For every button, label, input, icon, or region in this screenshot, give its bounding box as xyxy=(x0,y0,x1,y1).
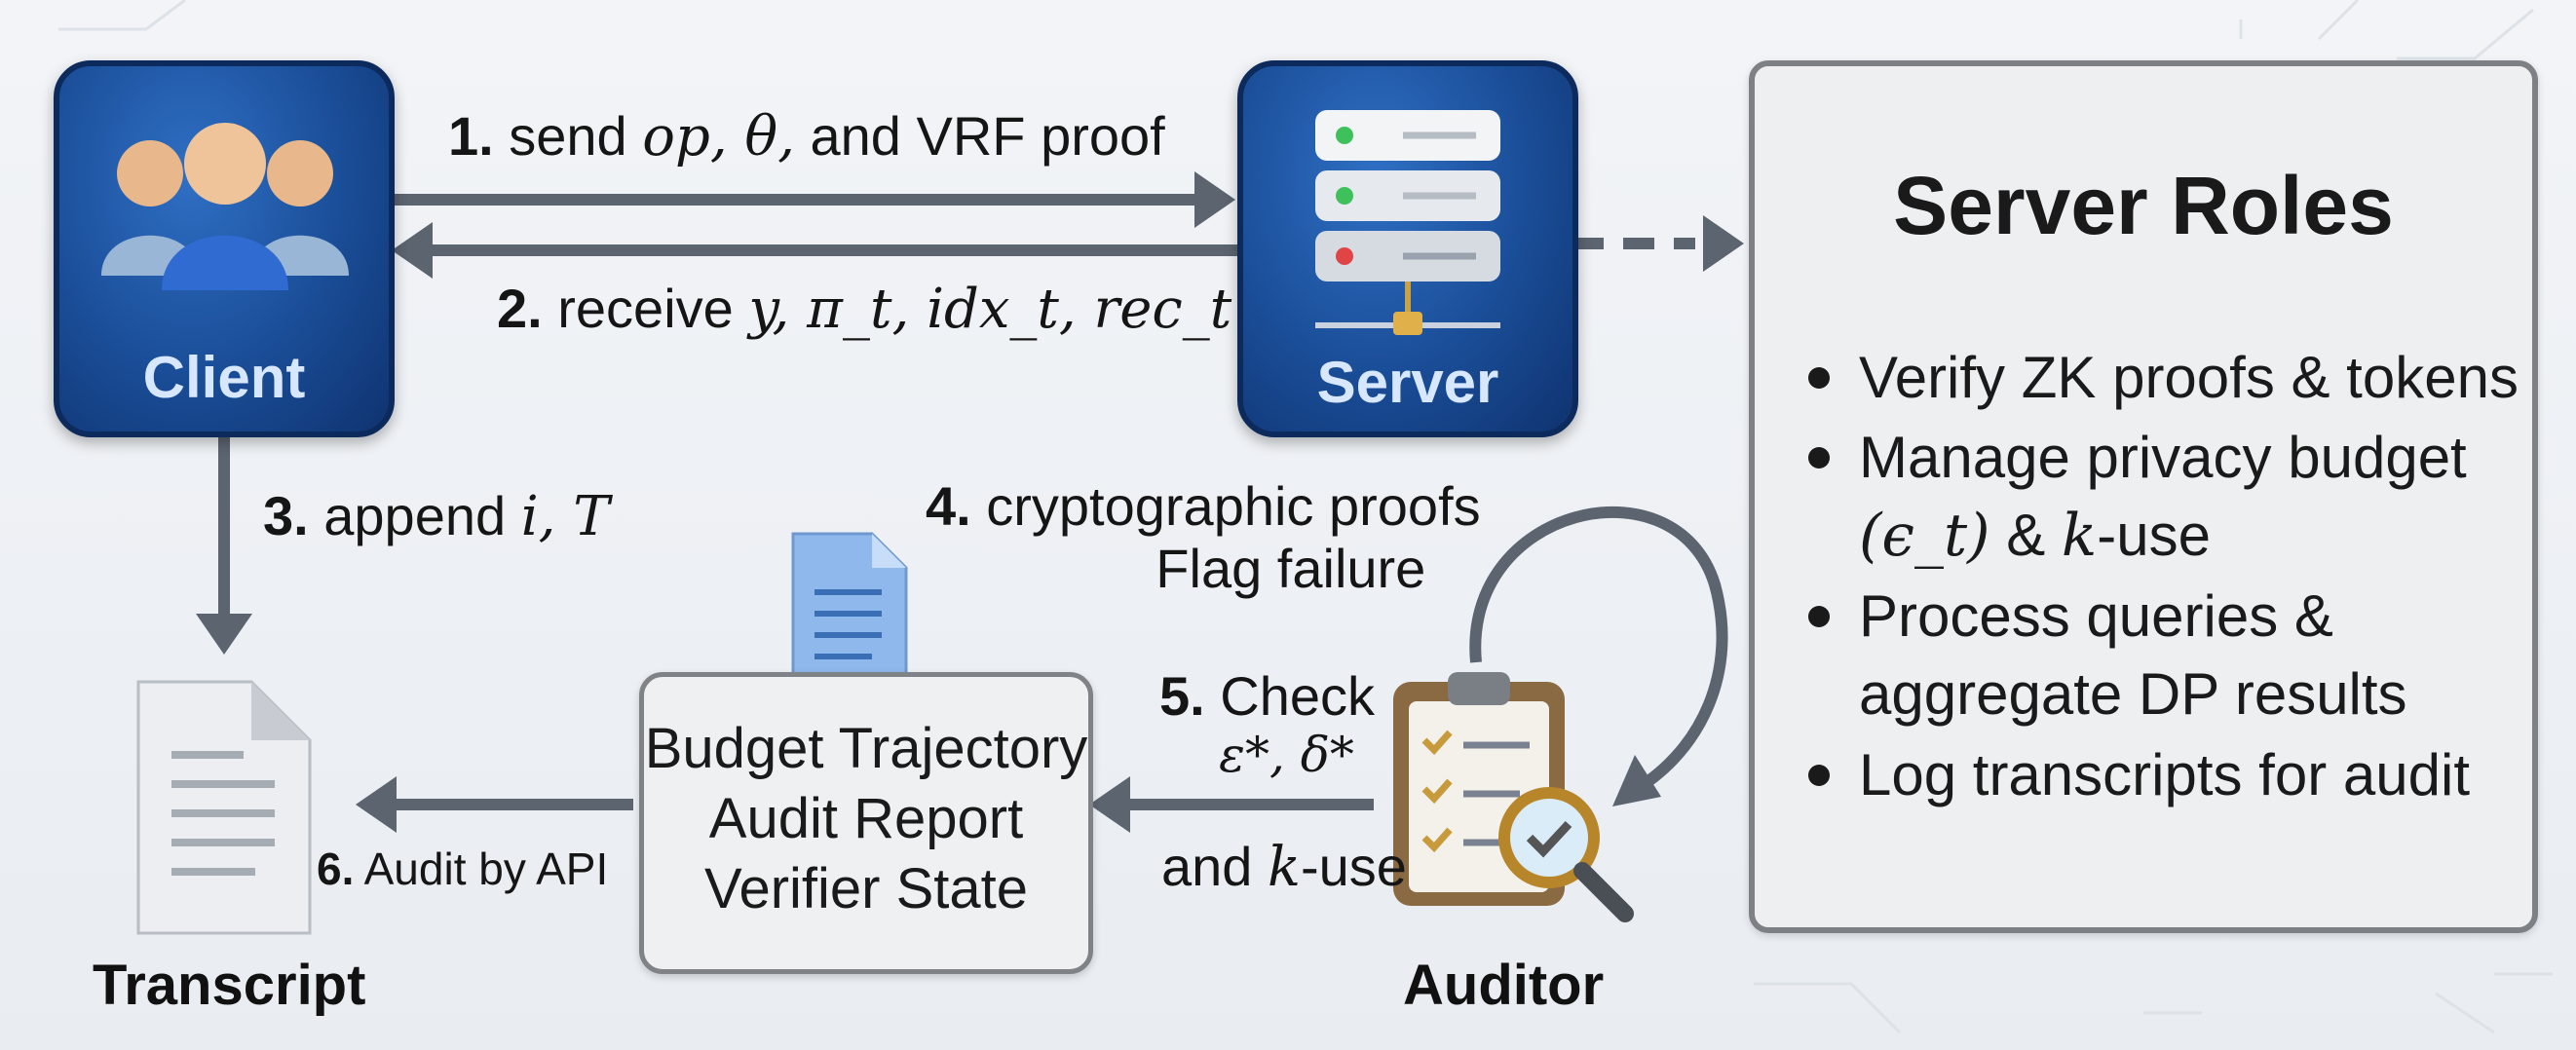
role-budget-epsilon: (ϵ_t) xyxy=(1859,502,1990,570)
step4-number: 4. xyxy=(926,475,971,537)
step5-kuse: and k-use xyxy=(1161,836,1407,899)
step1-text-post: and VRF proof xyxy=(794,105,1165,167)
role-log-text: Log transcripts for audit xyxy=(1859,742,2470,807)
server-roles-panel: Server Roles Verify ZK proofs & tokens M… xyxy=(1749,60,2538,933)
step1-text-pre: send xyxy=(509,105,643,167)
role-item-queries: Process queries & xyxy=(1808,578,2333,656)
circuit-decoration xyxy=(58,0,2553,1034)
transcript-document-icon xyxy=(136,680,312,935)
step2-math: y, π_t, idx_t, rec_t xyxy=(748,278,1232,341)
role-queries-line1: Process queries & xyxy=(1859,583,2333,649)
client-node: Client xyxy=(54,60,395,437)
step3-number: 3. xyxy=(263,485,309,546)
bullet-icon xyxy=(1808,765,1830,787)
auditor-loop-arrow xyxy=(1469,506,1728,795)
role-item-budget: Manage privacy budget xyxy=(1808,419,2467,497)
server-rack-icon xyxy=(1315,110,1500,335)
step1-math: op, θ, xyxy=(642,105,795,169)
step2-text-pre: receive xyxy=(557,278,749,339)
role-budget-line1: Manage privacy budget xyxy=(1859,425,2467,490)
step4-label: 4. cryptographic proofs Flag failure xyxy=(926,475,1481,601)
step1-label: 1. send op, θ, and VRF proof xyxy=(448,105,1165,169)
step5-line1: Check xyxy=(1220,665,1375,727)
role-budget-k: k xyxy=(2061,502,2098,570)
role-verify-text: Verify ZK proofs & tokens xyxy=(1859,345,2519,410)
step6-text: Audit by API xyxy=(363,844,609,894)
auditor-clipboard-icon xyxy=(1393,672,1634,922)
role-item-verify: Verify ZK proofs & tokens xyxy=(1808,339,2519,417)
step5-math: ε*, δ* xyxy=(1219,727,1354,784)
step5-line3-k: k xyxy=(1268,836,1301,899)
auditor-label: Auditor xyxy=(1403,954,1605,1017)
step3-label: 3. append i, T xyxy=(263,485,610,548)
report-line-3: Verifier State xyxy=(703,857,1029,920)
bullet-icon xyxy=(1808,447,1830,469)
server-label: Server xyxy=(1316,350,1499,415)
role-budget-line2: (ϵ_t) & k-use xyxy=(1859,497,2211,575)
step4-line1: cryptographic proofs xyxy=(986,475,1481,537)
roles-title: Server Roles xyxy=(1893,160,2394,251)
step1-number: 1. xyxy=(448,105,494,167)
report-box: Budget Trajectory Audit Report Verifier … xyxy=(639,672,1093,974)
users-group-icon xyxy=(101,123,349,290)
step5-line3-pre: and xyxy=(1161,836,1268,897)
step3-math: i, T xyxy=(520,485,610,548)
bullet-icon xyxy=(1808,367,1830,390)
report-line-2: Audit Report xyxy=(708,787,1024,850)
role-budget-use: -use xyxy=(2097,503,2211,568)
step5-line3-post: -use xyxy=(1300,836,1407,897)
step3-text-pre: append xyxy=(323,485,521,546)
role-queries-line2: aggregate DP results xyxy=(1859,661,2407,727)
report-document-icon xyxy=(791,532,908,695)
client-label: Client xyxy=(142,345,306,410)
step5-label: 5. Check ε*, δ* xyxy=(1159,665,1375,784)
transcript-label: Transcript xyxy=(93,954,366,1017)
report-line-1: Budget Trajectory xyxy=(644,717,1088,780)
role-item-log: Log transcripts for audit xyxy=(1808,736,2470,814)
bullet-icon xyxy=(1808,606,1830,628)
role-budget-amp: & xyxy=(1989,503,2062,568)
step5-number: 5. xyxy=(1159,665,1205,727)
step4-line2: Flag failure xyxy=(1155,538,1426,600)
step2-number: 2. xyxy=(497,278,543,339)
server-node: Server xyxy=(1237,60,1578,437)
step2-label: 2. receive y, π_t, idx_t, rec_t xyxy=(497,278,1231,341)
step6-label: 6. Audit by API xyxy=(317,844,608,895)
step6-number: 6. xyxy=(317,844,355,894)
